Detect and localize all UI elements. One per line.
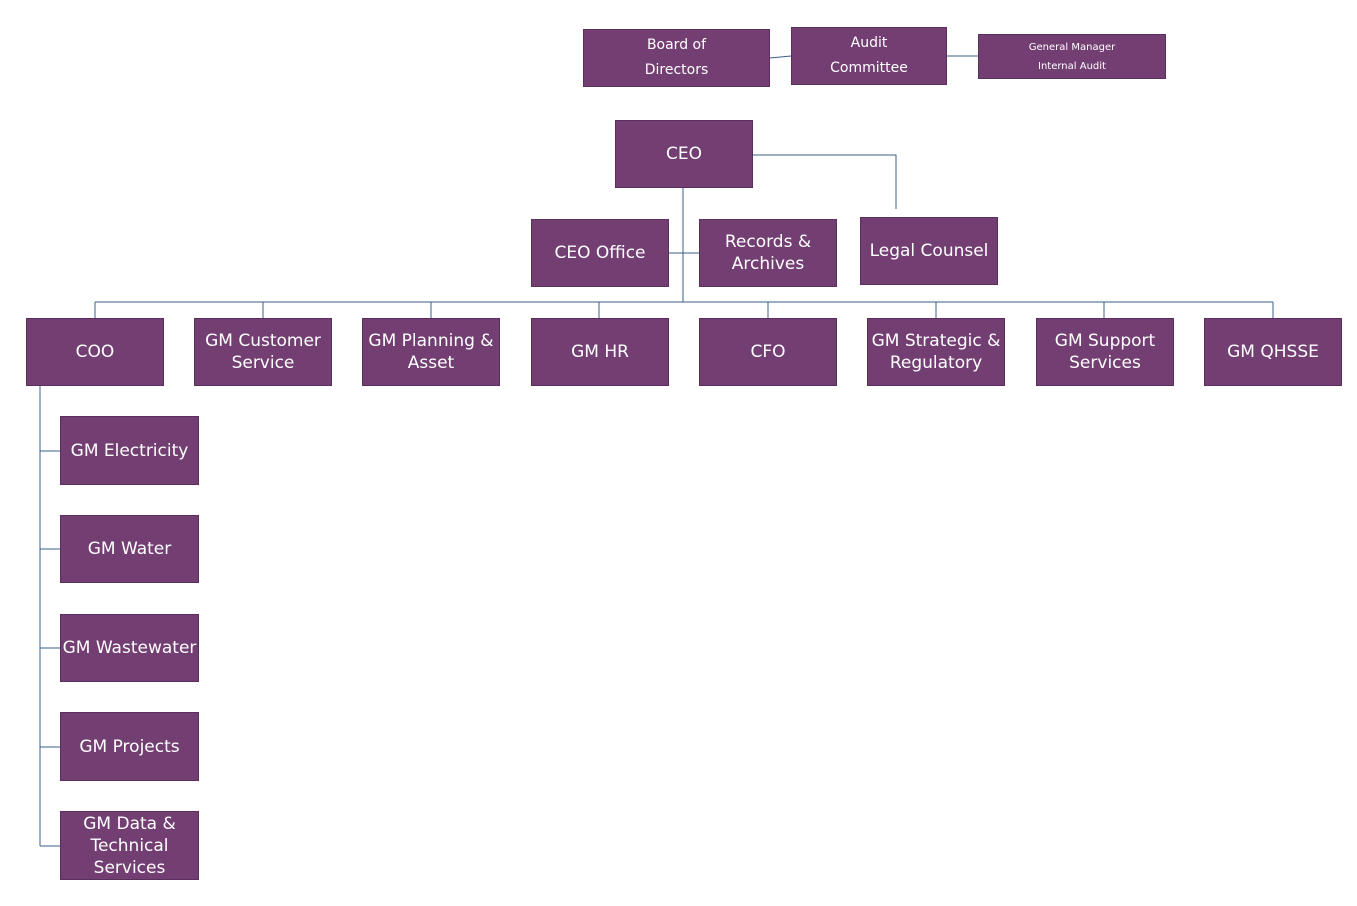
- gm-hr-box: GM HR: [531, 318, 669, 386]
- gm-water-box: GM Water: [60, 515, 199, 583]
- gm-customer-service-box: GM Customer Service: [194, 318, 332, 386]
- gm-wastewater-box: GM Wastewater: [60, 614, 199, 682]
- records-archives-box: Records & Archives: [699, 219, 837, 287]
- ceo-office-box: CEO Office: [531, 219, 669, 287]
- cfo-box: CFO: [699, 318, 837, 386]
- board-of-directors-box: Board of Directors: [583, 29, 770, 87]
- gm-planning-asset-box: GM Planning & Asset: [362, 318, 500, 386]
- ceo-box: CEO: [615, 120, 753, 188]
- connector-board-audit: [769, 55, 792, 59]
- legal-counsel-box: Legal Counsel: [860, 217, 998, 285]
- connector-ceo-legal: [753, 154, 897, 209]
- gm-strategic-regulatory-box: GM Strategic & Regulatory: [867, 318, 1005, 386]
- coo-box: COO: [26, 318, 164, 386]
- gm-data-technical-services-box: GM Data & Technical Services: [60, 811, 199, 880]
- gm-projects-box: GM Projects: [60, 712, 199, 781]
- gm-electricity-box: GM Electricity: [60, 416, 199, 485]
- gm-qhsse-box: GM QHSSE: [1204, 318, 1342, 386]
- audit-committee-box: Audit Committee: [791, 27, 947, 85]
- gm-support-services-box: GM Support Services: [1036, 318, 1174, 386]
- gm-internal-audit-box: General Manager Internal Audit: [978, 34, 1166, 79]
